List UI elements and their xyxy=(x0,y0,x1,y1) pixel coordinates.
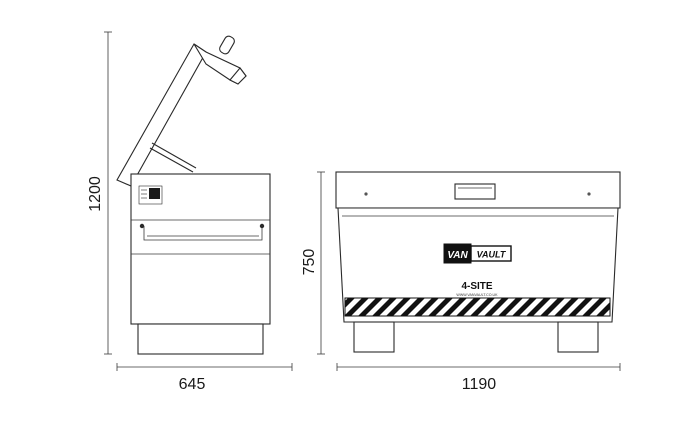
rivet-icon xyxy=(259,223,265,229)
hazard-stripe-band xyxy=(456,298,481,316)
warning-label-icon xyxy=(138,185,163,205)
dimension-label-1200: 1200 xyxy=(87,176,104,212)
hazard-stripe-band xyxy=(596,302,610,316)
front-view: VAN VAULT 4-SITE WWW.VANVAULT.CO.UK xyxy=(335,171,649,353)
dimension-height-overall: 1200 xyxy=(87,31,112,355)
hazard-stripe-band xyxy=(414,298,439,316)
hazard-stripe-band xyxy=(400,298,425,316)
hazard-stripe-band xyxy=(372,298,397,316)
front-body xyxy=(337,207,619,323)
hazard-stripe-band xyxy=(484,298,509,316)
lock-icon xyxy=(587,192,591,196)
hazard-stripe-band xyxy=(540,298,565,316)
dimension-height-closed: 750 xyxy=(301,171,325,355)
hazard-stripe-band xyxy=(582,298,607,316)
hazard-stripe xyxy=(344,297,649,317)
hazard-stripe-band xyxy=(498,298,523,316)
dimension-width: 1190 xyxy=(336,363,621,393)
hazard-stripe-band xyxy=(442,298,467,316)
front-foot-right xyxy=(557,321,599,353)
dimension-label-1190: 1190 xyxy=(462,376,497,393)
hazard-stripe-band xyxy=(568,298,593,316)
hazard-stripe-band xyxy=(470,298,495,316)
hazard-stripe-band xyxy=(345,298,369,316)
dimension-label-645: 645 xyxy=(179,376,206,393)
lid-handle xyxy=(454,183,496,200)
side-base xyxy=(137,323,264,355)
hazard-stripe-band xyxy=(624,298,649,316)
rivet-icon xyxy=(139,223,145,229)
hazard-stripe-band xyxy=(526,298,551,316)
hazard-stripe-band xyxy=(358,298,383,316)
front-foot-left xyxy=(353,321,395,353)
dimension-label-750: 750 xyxy=(301,249,318,276)
brand-logo: VAN VAULT xyxy=(443,243,512,264)
model-name: 4-SITE xyxy=(461,281,492,292)
hazard-stripe-band xyxy=(554,298,579,316)
hazard-stripe-band xyxy=(428,298,453,316)
hazard-stripe-band xyxy=(610,298,635,316)
logo-right-text: VAULT xyxy=(477,250,507,260)
side-view xyxy=(116,35,271,355)
lock-icon xyxy=(364,192,368,196)
side-lid xyxy=(116,35,247,187)
website-text: WWW.VANVAULT.CO.UK xyxy=(456,293,498,297)
logo-left-text: VAN xyxy=(447,250,468,261)
hazard-stripe-band xyxy=(345,298,355,308)
hazard-stripe-band xyxy=(512,298,537,316)
hazard-stripe-band xyxy=(386,298,411,316)
dimension-depth: 645 xyxy=(116,363,293,393)
